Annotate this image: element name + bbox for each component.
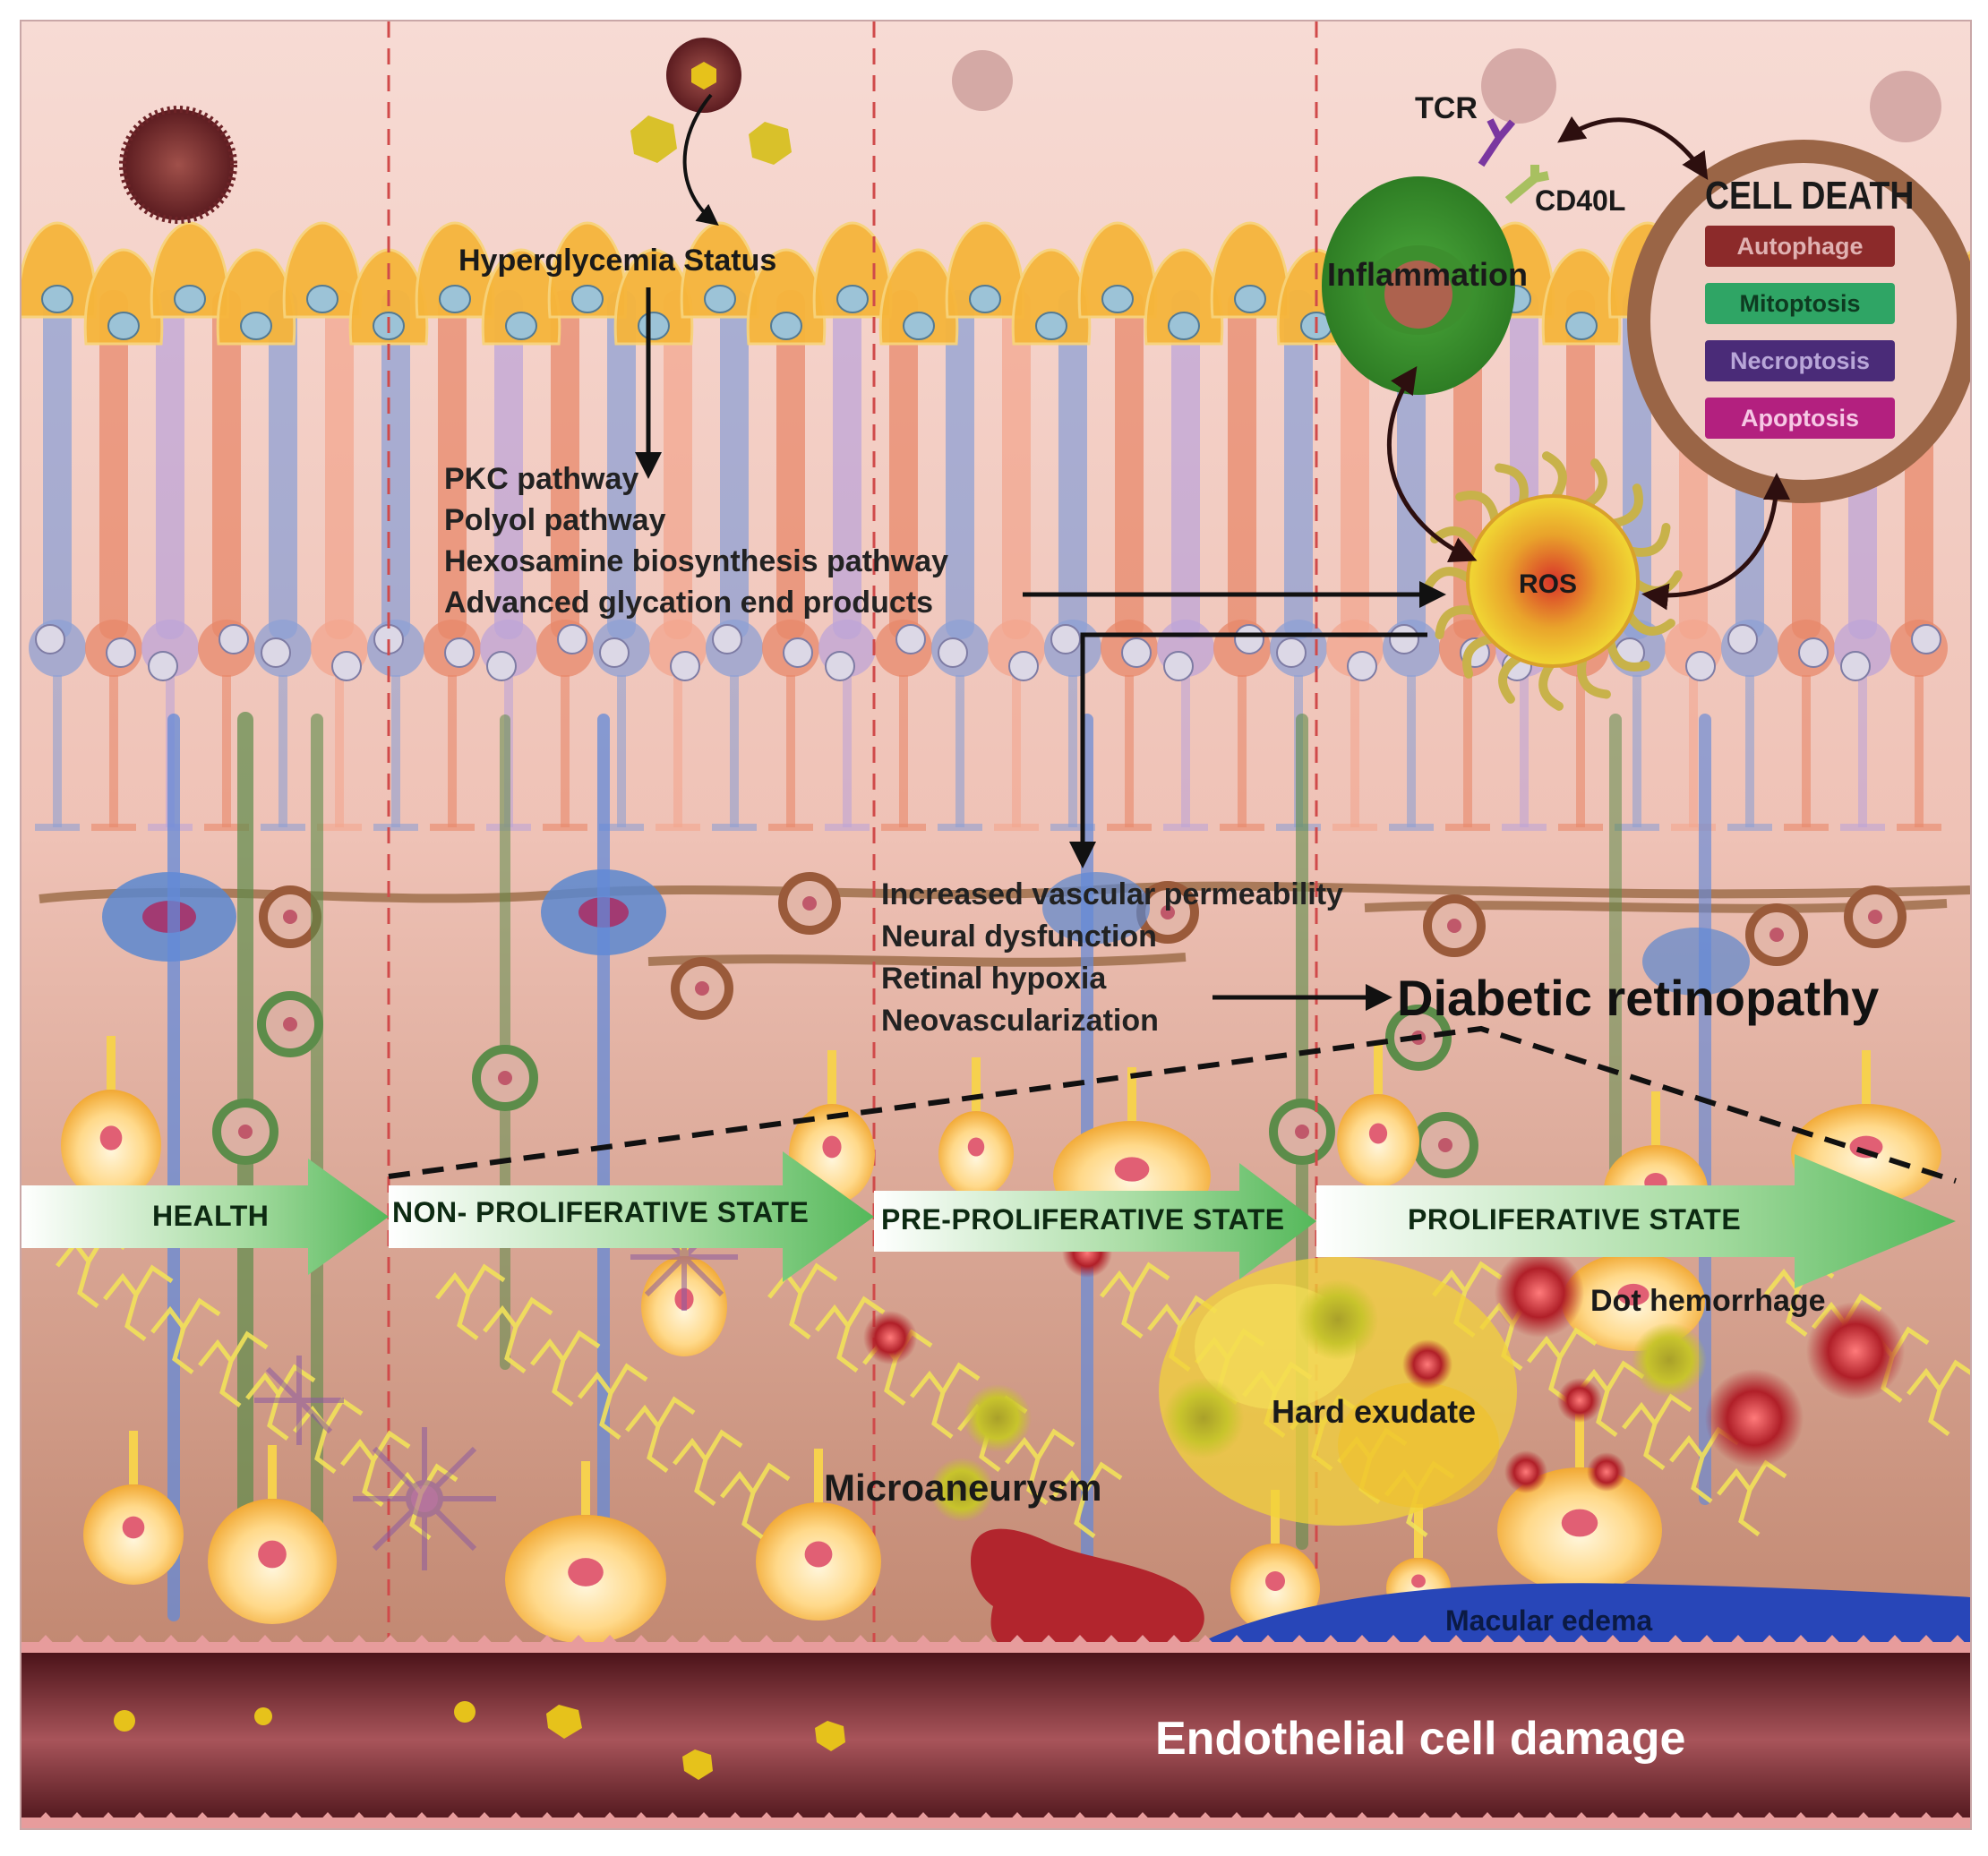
stage-separators — [387, 21, 1318, 1828]
retina-illustration — [21, 21, 1970, 1828]
microaneurysm-blob — [971, 1528, 1204, 1651]
ros-inflammation-arrow — [1386, 366, 1478, 562]
bipolar-cells — [259, 872, 1907, 1020]
cell-death-item-apoptosis: Apoptosis — [1705, 398, 1895, 439]
ros-celldeath-arrow — [1641, 473, 1790, 611]
effect-item: Neovascularization — [881, 1004, 1159, 1038]
effect-item: Increased vascular permeability — [881, 877, 1343, 911]
floating-cell — [1481, 48, 1556, 124]
pathway-list: PKC pathway Polyol pathway Hexosamine bi… — [444, 458, 948, 623]
stage-arrows — [21, 1151, 1956, 1288]
microaneurysm-label: Microaneurysm — [824, 1467, 1102, 1509]
effect-item: Neural dysfunction — [881, 919, 1157, 954]
dot-hemorrhages — [863, 1227, 1905, 1493]
cell-death-list: Autophage Mitoptosis Necroptosis Apoptos… — [1705, 226, 1895, 458]
cell-death-item-autophage: Autophage — [1705, 226, 1895, 267]
cell-death-item-mitoptosis: Mitoptosis — [1705, 283, 1895, 324]
state-pre-proliferative: PRE-PROLIFERATIVE STATE — [881, 1203, 1285, 1236]
pathway-item: Advanced glycation end products — [444, 586, 933, 620]
state-non-proliferative: NON- PROLIFERATIVE STATE — [392, 1196, 810, 1228]
diabetic-retinopathy-label: Diabetic retinopathy — [1397, 970, 1880, 1026]
blood-vessel — [21, 1651, 1970, 1828]
amacrine-cells — [212, 991, 1478, 1178]
pathway-item: Hexosamine biosynthesis pathway — [444, 544, 949, 578]
diagram-frame: Hyperglycemia Status TCR CD40L Inflammat… — [20, 20, 1972, 1830]
glucose-particles — [114, 1701, 845, 1780]
inflammation-celldeath-arrow — [1557, 115, 1709, 181]
hyperglycemia-label: Hyperglycemia Status — [458, 244, 777, 278]
tcr-label: TCR — [1415, 91, 1478, 125]
cell-death-title: CELL DEATH — [1705, 174, 1915, 218]
tcr-receptor — [1478, 118, 1516, 167]
floating-cell — [1870, 71, 1941, 142]
inflammation-cell — [1322, 176, 1515, 395]
state-health: HEALTH — [152, 1200, 270, 1232]
pathway-item: PKC pathway — [444, 462, 639, 496]
glucose-cell — [119, 106, 237, 224]
effect-item: Retinal hypoxia — [881, 962, 1107, 996]
effects-list: Increased vascular permeability Neural d… — [881, 874, 1343, 1042]
inflammation-label: Inflammation — [1327, 256, 1529, 293]
glucose-entry-arrow — [682, 93, 719, 226]
hard-exudate-cluster — [930, 1257, 1707, 1526]
state-proliferative: PROLIFERATIVE STATE — [1408, 1203, 1742, 1236]
endothelial-damage-label: Endothelial cell damage — [1155, 1713, 1686, 1765]
cell-death-item-necroptosis: Necroptosis — [1705, 340, 1895, 381]
glucose-molecule — [749, 122, 792, 165]
floating-cell — [952, 50, 1013, 111]
astrocytes — [254, 1203, 738, 1570]
vessel-wall — [21, 1635, 1970, 1828]
ros-label: ROS — [1519, 569, 1578, 599]
macular-edema-blob — [1186, 1583, 1970, 1651]
hard-exudate-label: Hard exudate — [1272, 1393, 1477, 1430]
glucose-molecule — [630, 115, 677, 163]
ros-to-effects-arrow — [1069, 632, 1427, 868]
dot-hemorrhage-label: Dot hemorrhage — [1590, 1284, 1826, 1318]
cd40l-label: CD40L — [1535, 184, 1626, 217]
progression-line — [388, 1025, 1957, 1184]
pathway-item: Polyol pathway — [444, 503, 666, 537]
cd40l-receptor — [1504, 165, 1549, 204]
glucose-molecule — [691, 62, 716, 90]
macular-edema-label: Macular edema — [1445, 1604, 1653, 1637]
